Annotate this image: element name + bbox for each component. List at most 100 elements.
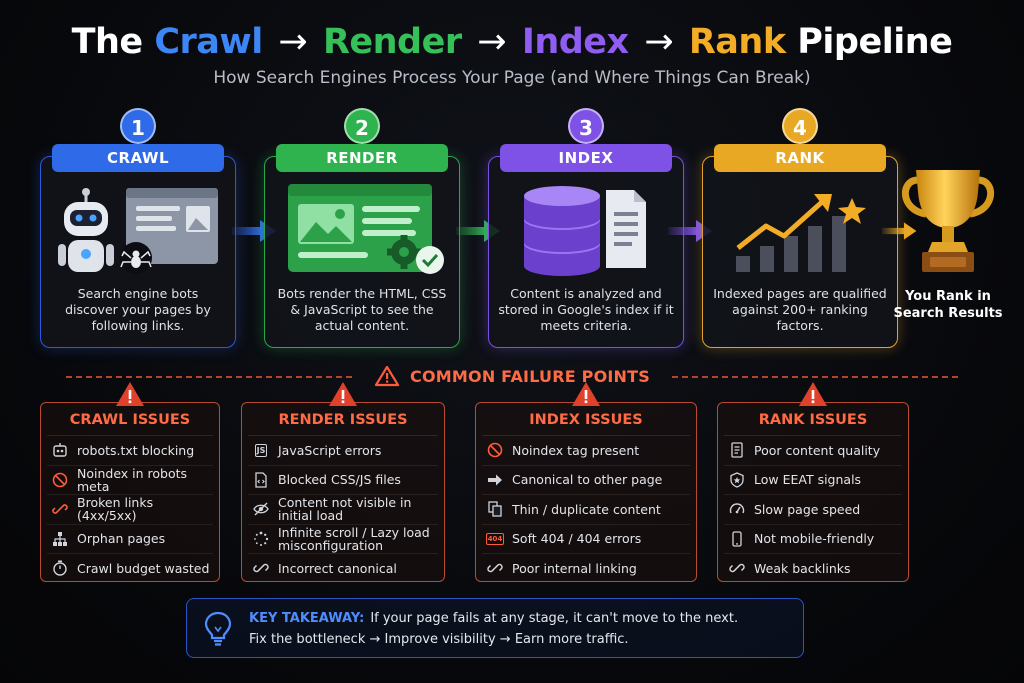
issue-text: Canonical to other page [512, 472, 663, 488]
stage-number: 1 [120, 108, 156, 144]
page-title: The Crawl → Render → Index → Rank Pipeli… [0, 22, 1024, 62]
list-item: Content not visible in initial load [248, 494, 438, 524]
warning-icon [572, 382, 600, 406]
issues-title: RANK ISSUES [758, 412, 868, 428]
robot-icon [51, 441, 69, 459]
issue-text: Poor internal linking [512, 560, 637, 576]
no-entry-icon [51, 471, 69, 489]
list-item: Canonical to other page [482, 464, 690, 495]
broken-link-icon [51, 500, 69, 518]
list-item: Low EEAT signals [724, 464, 902, 495]
takeaway-line-1: KEY TAKEAWAY: If your page fails at any s… [249, 611, 738, 626]
issue-text: Content not visible in initial load [278, 495, 412, 524]
failure-heading: COMMON FAILURE POINTS [350, 362, 674, 390]
divider-left [66, 376, 352, 378]
rendered-page-icon [288, 184, 444, 274]
robot-crawler-icon [58, 188, 218, 274]
stage-description: Search engine bots discover your pages b… [65, 286, 211, 333]
link-icon [728, 559, 746, 577]
issue-text: Not mobile-friendly [754, 531, 875, 547]
takeaway-text: If your page fails at any stage, it can'… [370, 611, 739, 626]
issue-text: Slow page speed [754, 501, 861, 517]
stage-description: Bots render the HTML, CSS & JavaScript t… [277, 286, 447, 333]
title-pipeline: Pipeline [797, 22, 953, 62]
issue-text: Noindex tag present [512, 442, 640, 458]
title-index: Index [521, 22, 629, 62]
link-icon [486, 559, 504, 577]
page-subtitle: How Search Engines Process Your Page (an… [213, 68, 811, 88]
list-item: Broken links (4xx/5xx) [47, 494, 213, 524]
list-item: Noindex tag present [482, 435, 690, 465]
title-render: Render [322, 22, 462, 62]
failure-heading-text: COMMON FAILURE POINTS [410, 366, 650, 386]
takeaway-key: KEY TAKEAWAY: [249, 611, 365, 626]
issue-text: Thin / duplicate content [512, 501, 661, 517]
issue-text: Incorrect canonical [278, 560, 397, 576]
rank-issues-panel: RANK ISSUES Poor content quality Low EEA… [717, 382, 909, 582]
divider-right [672, 376, 958, 378]
title-crawl: Crawl [154, 22, 263, 62]
list-item: Crawl budget wasted [47, 553, 213, 583]
rising-chart-icon [736, 194, 866, 272]
issue-text: JavaScript errors [278, 442, 382, 458]
issues-title: CRAWL ISSUES [69, 412, 191, 428]
warning-icon [799, 382, 827, 406]
sitemap-icon [51, 530, 69, 548]
issue-text: Blocked CSS/JS files [278, 472, 401, 488]
index-issues-panel: INDEX ISSUES Noindex tag present Canonic… [475, 382, 697, 583]
stage-label: RENDER [276, 144, 448, 172]
warning-icon [374, 365, 400, 387]
stage-crawl: 1 CRAWL Search engine bots discover your… [40, 108, 236, 348]
lightbulb-icon [204, 611, 232, 646]
stage-label: RANK [714, 144, 886, 172]
list-item: Thin / duplicate content [482, 494, 690, 524]
stage-render: 2 RENDER Bots render the HTML, CSS & Jav… [264, 108, 460, 348]
404-icon: 404 [485, 530, 505, 548]
title-arrow-3: → [644, 22, 674, 62]
stage-number: 2 [344, 108, 380, 144]
mobile-icon [728, 530, 746, 548]
list-item: Blocked CSS/JS files [248, 464, 438, 495]
list-item: Not mobile-friendly [724, 523, 902, 554]
list-item: Poor internal linking [482, 553, 690, 583]
speedometer-icon [728, 500, 746, 518]
list-item: Slow page speed [724, 494, 902, 524]
render-issues-panel: RENDER ISSUES JS JavaScript errors Block… [241, 382, 445, 583]
stage-rank: 4 RANK Indexed pages are qualified again… [702, 108, 898, 348]
takeaway-line-2: Fix the bottleneck → Improve visibility … [249, 632, 629, 647]
duplicate-icon [486, 500, 504, 518]
stage-number: 4 [782, 108, 818, 144]
issues-title: INDEX ISSUES [529, 412, 643, 428]
title-arrow-1: → [278, 22, 308, 62]
stage-label: INDEX [500, 144, 672, 172]
stage-number: 3 [568, 108, 604, 144]
stage-card [702, 156, 898, 348]
issue-text: Infinite scroll / Lazy load misconfigura… [278, 524, 430, 553]
crawl-issues-panel: CRAWL ISSUES robots.txt blocking Noindex… [40, 382, 220, 583]
issue-text: robots.txt blocking [77, 442, 195, 458]
issue-text: Broken links (4xx/5xx) [77, 495, 154, 524]
list-item: Infinite scroll / Lazy load misconfigura… [248, 523, 438, 554]
list-item: Orphan pages [47, 523, 213, 554]
loading-icon [252, 530, 270, 548]
stage-label: CRAWL [52, 144, 224, 172]
trophy-icon [901, 170, 995, 272]
title-rank: Rank [688, 22, 786, 62]
warning-icon [116, 382, 144, 406]
issue-text: Poor content quality [754, 442, 881, 458]
database-icon [524, 186, 646, 276]
issue-text: Crawl budget wasted [77, 560, 210, 576]
code-file-icon [252, 471, 270, 489]
arrow-right-icon [486, 471, 504, 489]
issue-text: Weak backlinks [754, 560, 851, 576]
key-takeaway-box: KEY TAKEAWAY: If your page fails at any s… [186, 598, 804, 658]
no-entry-icon [486, 441, 504, 459]
stage-index: 3 INDEX Content is analyzed and stored i… [488, 108, 684, 348]
stage-description: Indexed pages are qualified against 200+… [713, 286, 887, 333]
title-arrow-2: → [477, 22, 507, 62]
list-item: Incorrect canonical [248, 553, 438, 583]
list-item: 404 Soft 404 / 404 errors [482, 523, 690, 554]
issue-text: Orphan pages [77, 531, 166, 547]
list-item: Noindex in robots meta [47, 464, 213, 495]
flow-arrow-icon [882, 222, 917, 240]
